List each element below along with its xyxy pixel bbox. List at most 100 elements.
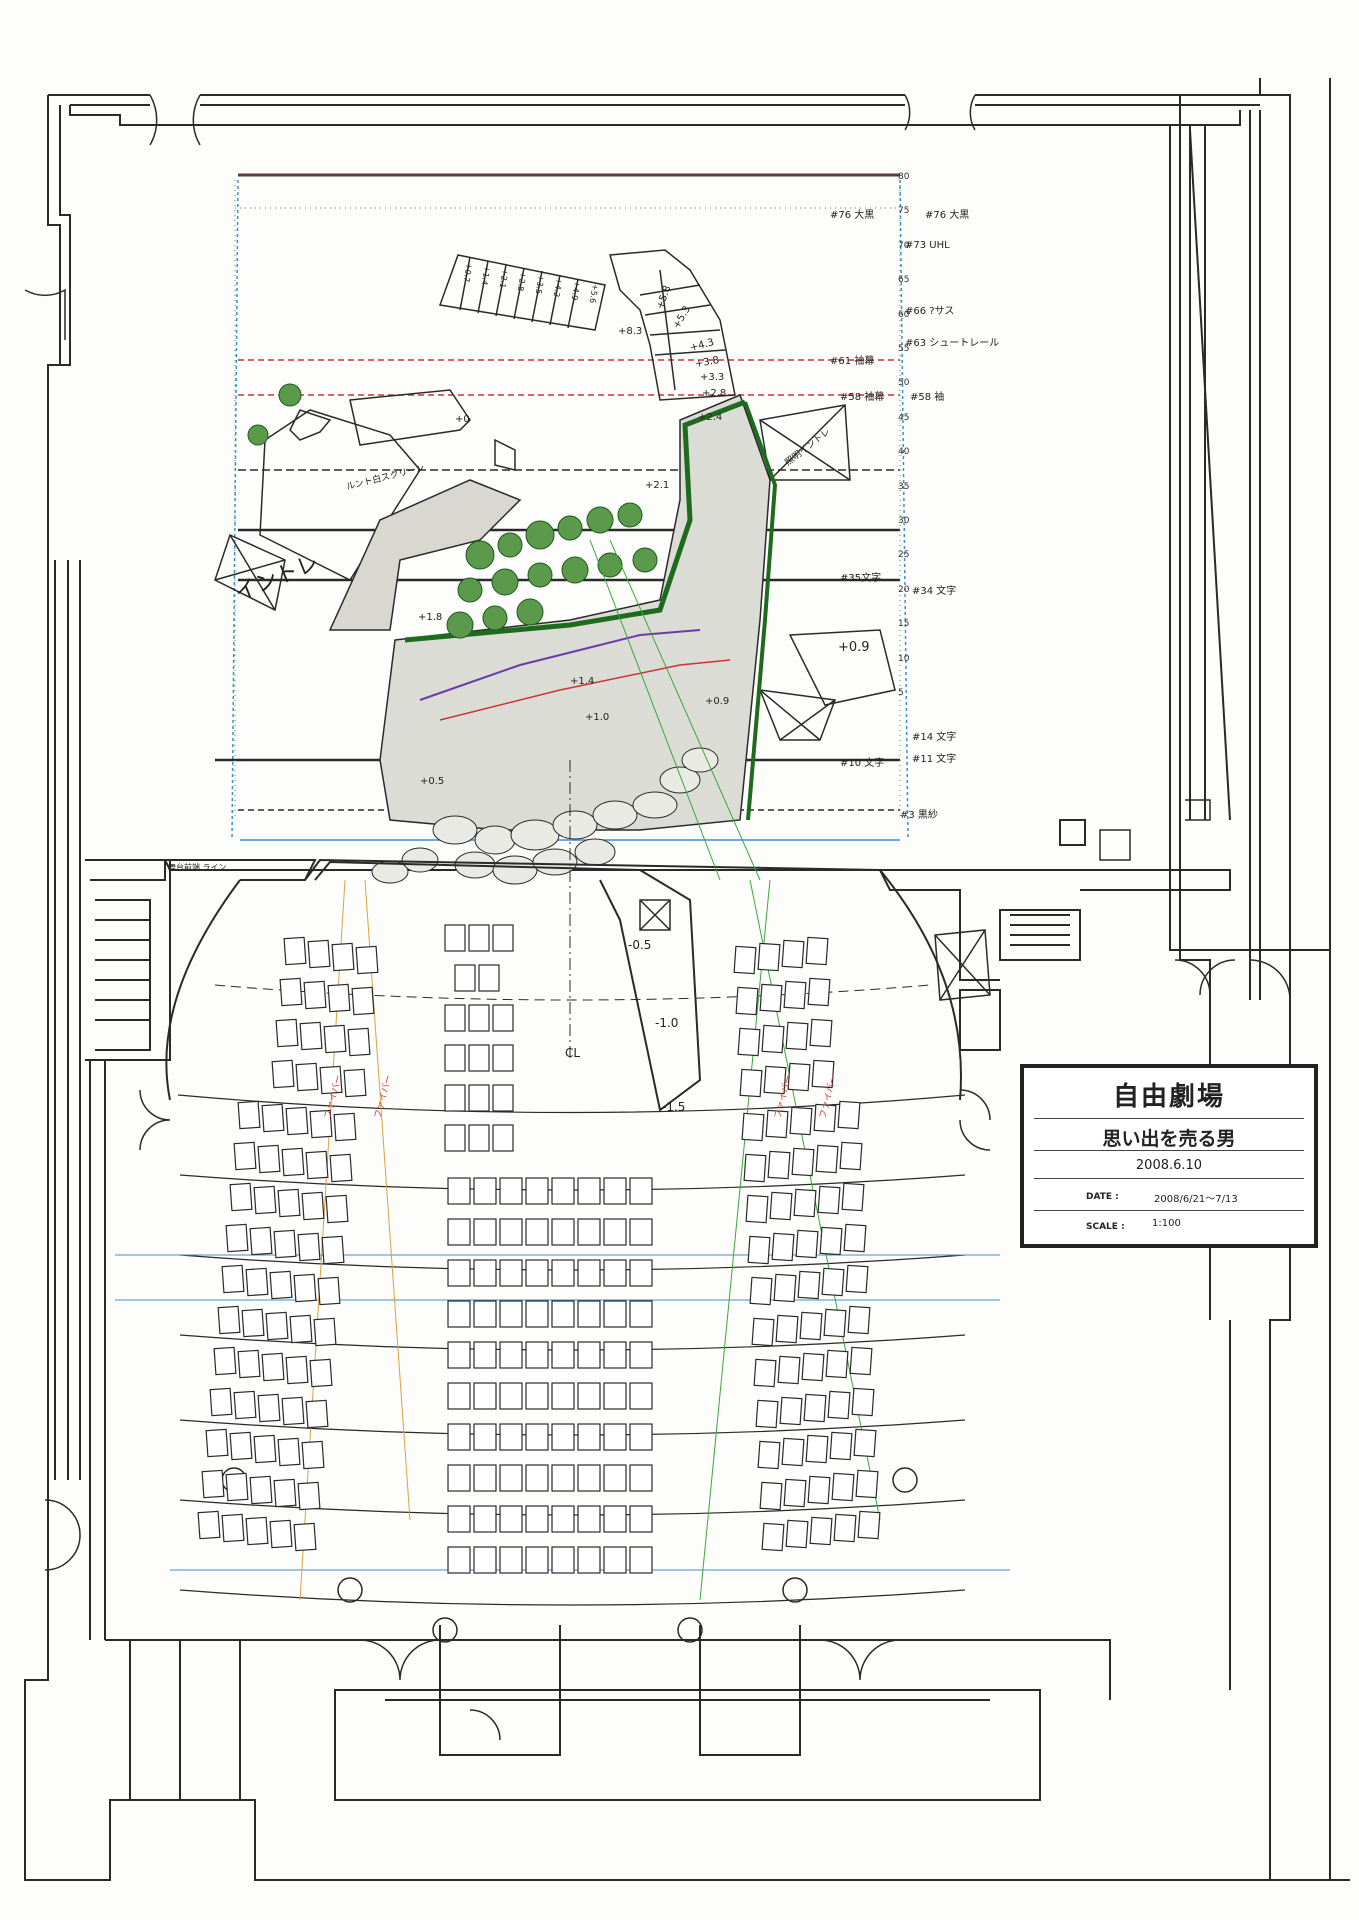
seat xyxy=(629,1341,653,1369)
seat xyxy=(279,977,303,1007)
seat xyxy=(629,1546,653,1574)
depth-scale-number: 25 xyxy=(898,550,910,561)
seat xyxy=(237,1100,261,1130)
seat xyxy=(299,1021,323,1051)
seat xyxy=(577,1382,601,1410)
seat xyxy=(853,1428,877,1458)
seat xyxy=(447,1341,471,1369)
seat xyxy=(444,1084,466,1112)
seat xyxy=(739,1068,763,1098)
seat xyxy=(289,1314,313,1344)
depth-scale-number: 45 xyxy=(898,412,910,423)
theater-name: 自由劇場 xyxy=(1112,1082,1225,1112)
batten-label: #63 シュートレール xyxy=(905,338,1000,349)
seat xyxy=(473,1505,497,1533)
seat xyxy=(801,1352,825,1382)
depth-scale-number: 65 xyxy=(898,275,910,286)
seat xyxy=(775,1314,799,1344)
seat xyxy=(577,1341,601,1369)
elevation-marker: -1.0 xyxy=(655,1016,679,1030)
seat xyxy=(837,1100,861,1130)
seat xyxy=(329,1153,353,1183)
side-rail xyxy=(1099,799,1211,861)
seat xyxy=(447,1259,471,1287)
seat xyxy=(499,1177,523,1205)
seat xyxy=(817,1185,841,1215)
seat xyxy=(301,1440,325,1470)
seat xyxy=(845,1264,869,1294)
elevation-marker: +1.8 xyxy=(418,612,443,623)
depth-scale-number: 70 xyxy=(898,240,910,251)
seat xyxy=(813,1103,837,1133)
seat xyxy=(229,1431,253,1461)
seat xyxy=(473,1218,497,1246)
seat xyxy=(629,1300,653,1328)
seat xyxy=(331,942,355,972)
seat xyxy=(492,1004,514,1032)
seat xyxy=(811,1059,835,1089)
seat xyxy=(492,1044,514,1072)
depth-scale-number: 55 xyxy=(898,344,910,354)
seat xyxy=(241,1308,265,1338)
seat xyxy=(749,1276,773,1306)
seat xyxy=(757,942,781,972)
seat xyxy=(761,1024,785,1054)
depth-scale-number: 80 xyxy=(898,172,910,182)
seat xyxy=(444,1124,466,1152)
seat xyxy=(759,1481,783,1511)
elevation-marker: +0.9 xyxy=(705,696,730,707)
seat xyxy=(771,1232,795,1262)
seat xyxy=(468,1084,490,1112)
seat xyxy=(855,1469,879,1499)
batten-label: #76 大黒 xyxy=(925,210,970,221)
seat xyxy=(305,1399,329,1429)
batten-label: #76 大黒 xyxy=(830,210,875,221)
seat xyxy=(525,1505,549,1533)
elevation-marker: +2.1 xyxy=(645,480,670,491)
seat xyxy=(281,1396,305,1426)
seat xyxy=(277,1437,301,1467)
seat xyxy=(629,1423,653,1451)
seat xyxy=(245,1267,269,1297)
seat xyxy=(309,1109,333,1139)
set-pieces xyxy=(214,249,991,1001)
seat xyxy=(755,1399,779,1429)
seat xyxy=(281,1147,305,1177)
seat xyxy=(249,1226,273,1256)
batten-label: #61 袖幕 xyxy=(830,356,875,367)
seat xyxy=(468,924,490,952)
seat xyxy=(492,924,514,952)
seat xyxy=(525,1423,549,1451)
seat xyxy=(735,986,759,1016)
seat xyxy=(843,1223,867,1253)
seat xyxy=(763,1065,787,1095)
seat xyxy=(831,1472,855,1502)
seat xyxy=(629,1218,653,1246)
seat xyxy=(333,1112,357,1142)
seat xyxy=(499,1382,523,1410)
seat xyxy=(577,1259,601,1287)
seat xyxy=(795,1229,819,1259)
seat xyxy=(277,1188,301,1218)
seat xyxy=(473,1423,497,1451)
seat xyxy=(478,964,500,992)
seat xyxy=(253,1185,277,1215)
seat xyxy=(747,1235,771,1265)
seat xyxy=(799,1311,823,1341)
elevation-marker: +2.4 xyxy=(698,412,723,423)
seat xyxy=(305,1150,329,1180)
date-label: DATE : xyxy=(1086,1192,1119,1202)
seat xyxy=(815,1144,839,1174)
seat xyxy=(293,1522,317,1552)
seat xyxy=(269,1270,293,1300)
seat xyxy=(444,1044,466,1072)
seat xyxy=(447,1505,471,1533)
seat xyxy=(444,924,466,952)
seat xyxy=(551,1382,575,1410)
seat xyxy=(743,1153,767,1183)
seat xyxy=(807,1475,831,1505)
seat xyxy=(805,936,829,966)
seat xyxy=(261,1103,285,1133)
seat xyxy=(271,1059,295,1089)
